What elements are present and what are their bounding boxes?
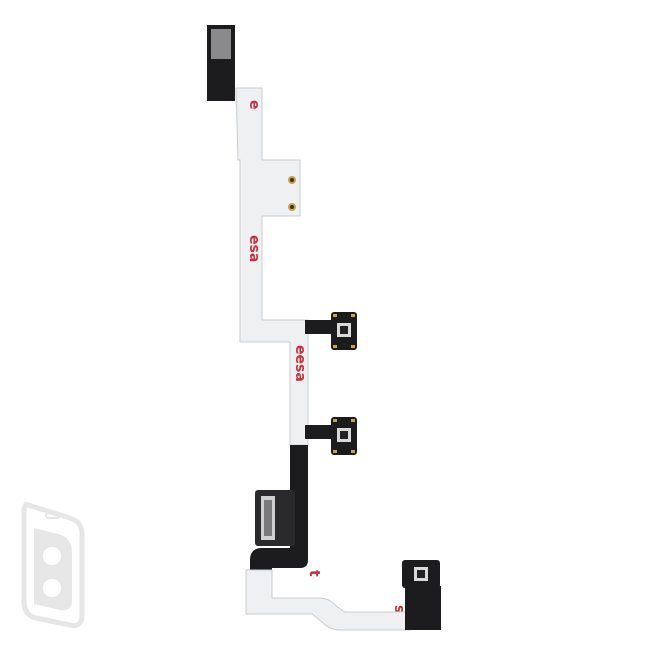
svg-text:t: t [306,570,322,577]
bottom-tail [405,586,441,630]
switch-chip [331,312,357,350]
board-connector [255,490,295,546]
svg-text:s: s [391,605,407,613]
switch-chip [331,417,357,455]
flex-cable-black-section [250,445,308,580]
switch-chip [402,560,440,588]
svg-text:eesa: eesa [292,345,308,382]
watermark-logo [21,502,85,628]
svg-text:e: e [246,100,262,110]
svg-text:esa: esa [246,235,262,262]
red-print-marks: e esa eesa t s [246,100,407,613]
flex-cable-bottom-section [245,569,411,631]
flex-cable-white-section [235,87,309,446]
